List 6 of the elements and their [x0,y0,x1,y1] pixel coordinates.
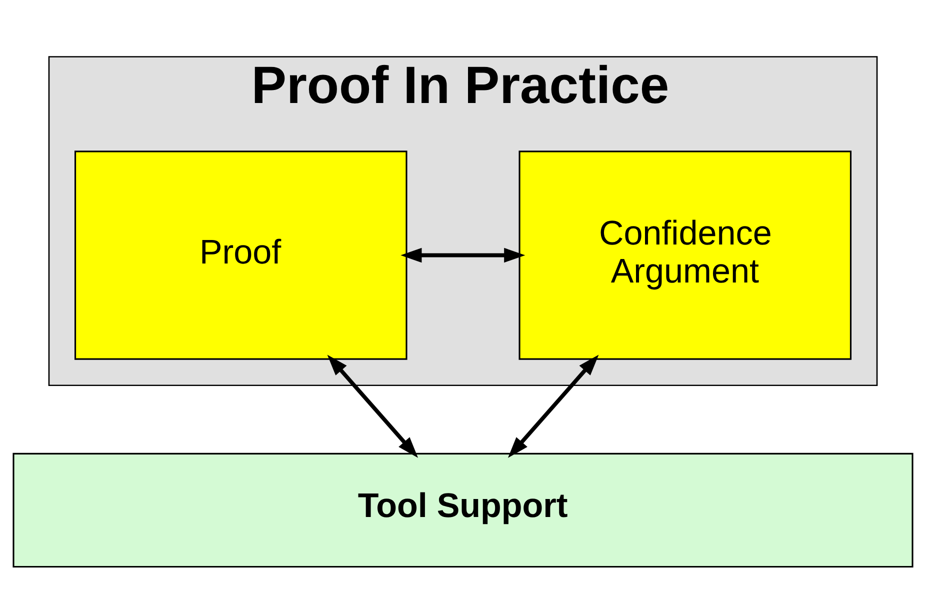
node-box: Tool Support [12,452,914,568]
node-box: Proof [74,150,408,360]
arrow [400,248,526,263]
node-box: Confidence Argument [518,150,852,360]
arrow [508,354,599,458]
arrow [327,354,418,458]
